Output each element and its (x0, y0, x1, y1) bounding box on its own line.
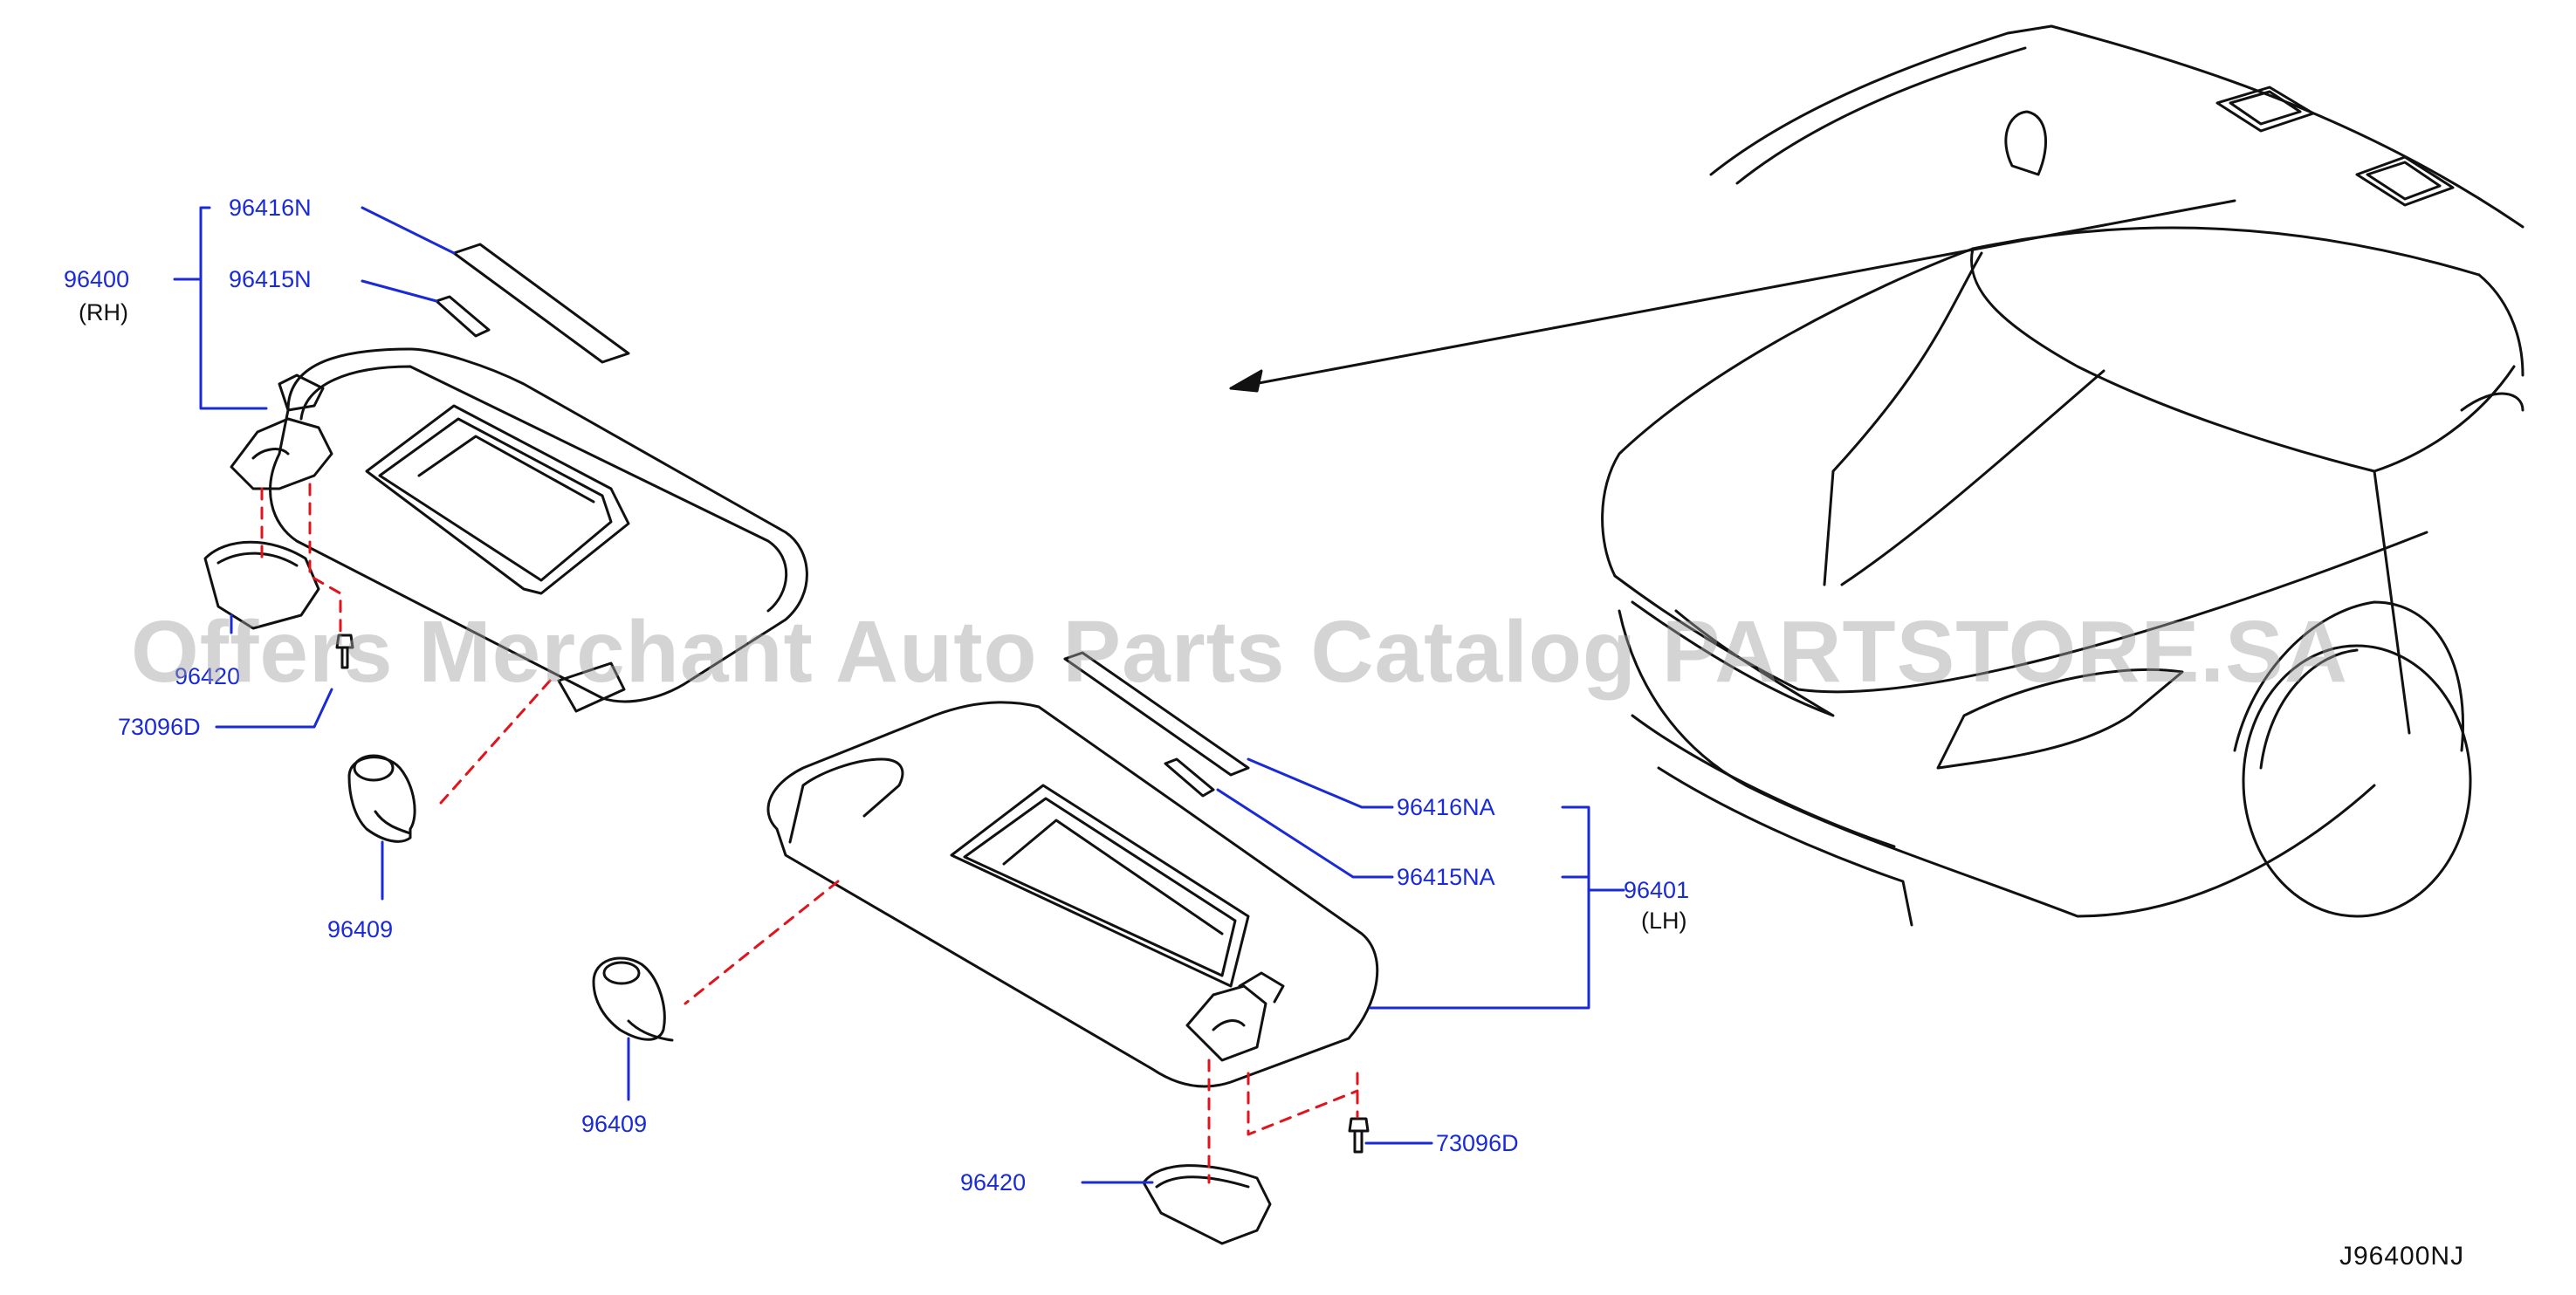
label-96400: 96400 (64, 266, 130, 292)
vehicle-front-outline (1601, 24, 2524, 927)
label-96409-lh: 96409 (581, 1111, 648, 1137)
label-96415NA: 96415NA (1397, 864, 1495, 890)
rh-sun-visor (230, 347, 808, 713)
lh-screw-73096D (1348, 1117, 1370, 1154)
rh-holder-96409 (347, 754, 416, 843)
label-lh: (LH) (1641, 908, 1687, 934)
label-96416NA: 96416NA (1397, 794, 1495, 820)
rh-cover-96420 (203, 540, 320, 630)
assembly-dashed-lines (260, 483, 1359, 1184)
lh-cover-96420 (1142, 1164, 1272, 1245)
label-96415N: 96415N (229, 266, 312, 292)
label-strip-rh (452, 243, 630, 364)
label-73096D-rh: 73096D (118, 714, 201, 740)
location-arrow (1229, 199, 2236, 393)
diagram-code: J96400NJ (2339, 1242, 2465, 1271)
label-96420-rh: 96420 (175, 663, 241, 689)
label-strip-lh (1063, 651, 1250, 777)
label-96409-rh: 96409 (327, 916, 394, 942)
lh-holder-96409 (592, 956, 674, 1042)
pin-lh (1164, 757, 1215, 798)
rh-screw-73096D (335, 634, 354, 669)
label-96416N: 96416N (229, 195, 312, 221)
label-73096D-lh: 73096D (1436, 1130, 1519, 1156)
pin-rh (435, 295, 491, 338)
label-96401: 96401 (1624, 877, 1690, 903)
watermark: Offers Merchant Auto Parts Catalog PARTS… (131, 603, 2348, 701)
lh-sun-visor (766, 701, 1379, 1088)
callout-lines (173, 206, 1625, 1184)
label-rh: (RH) (79, 299, 128, 325)
label-96420-lh: 96420 (960, 1169, 1027, 1196)
